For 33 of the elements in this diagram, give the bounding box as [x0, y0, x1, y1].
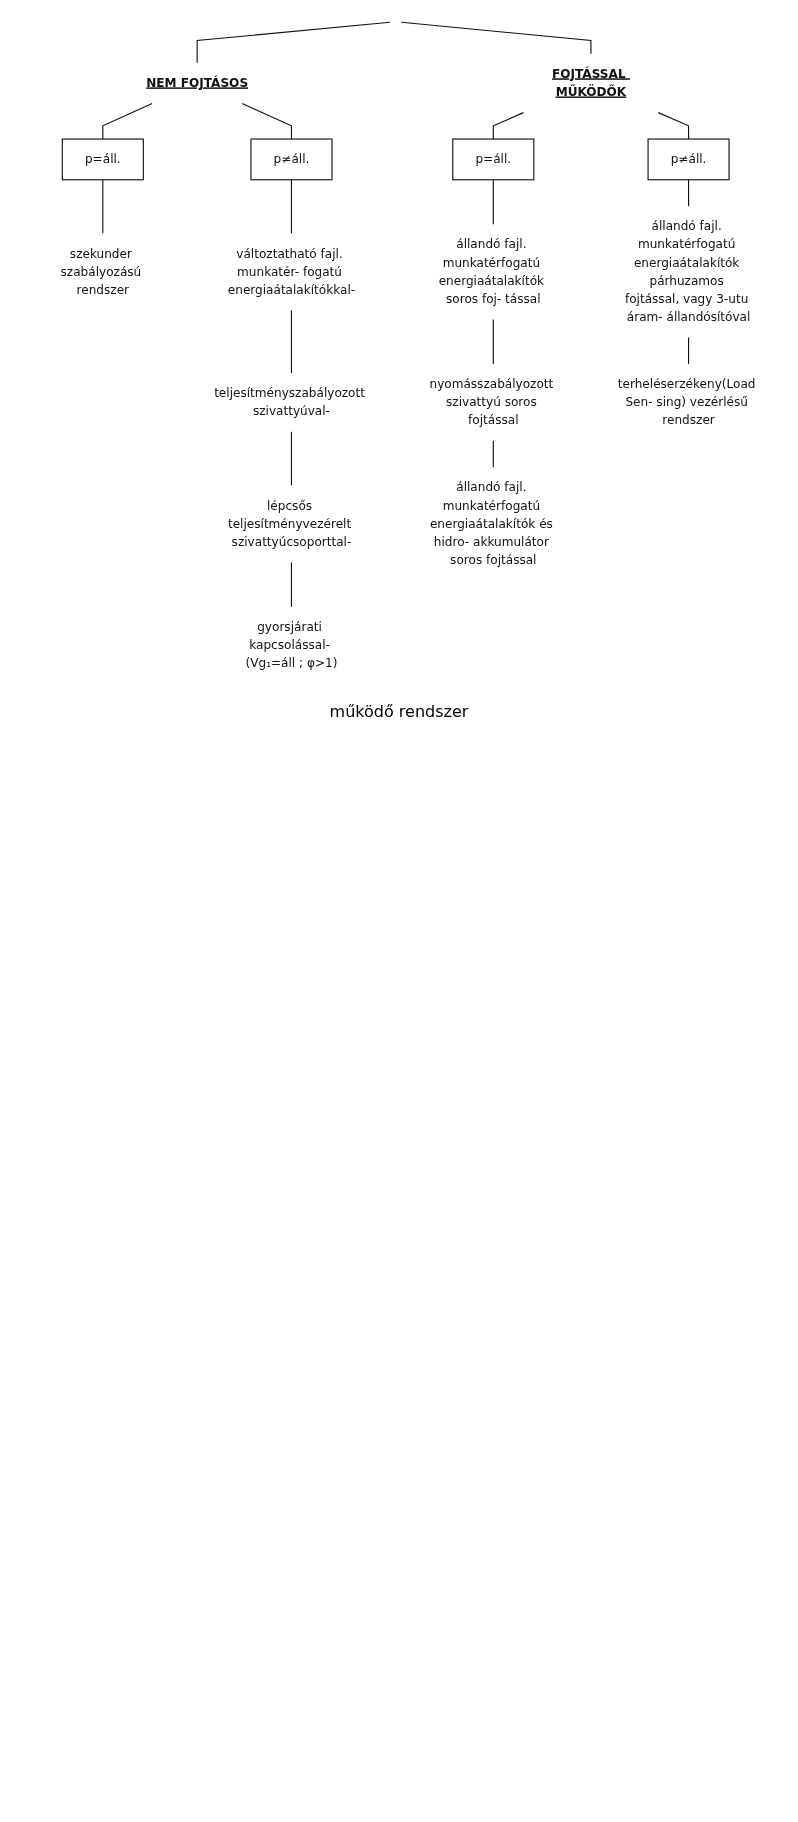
node-box: p=áll. — [61, 138, 144, 181]
node-text: lépcsős teljesítményvezérelt szivattyúcsoporttal- — [227, 498, 352, 549]
connector — [657, 112, 690, 140]
connector — [492, 112, 525, 140]
node-text: változtatható fajl. munkatér- fogatú energiaátalakítókkal- — [227, 246, 356, 297]
connector — [196, 21, 391, 64]
connector — [492, 179, 494, 225]
connector — [688, 336, 690, 365]
connector — [290, 431, 293, 486]
connector — [492, 318, 494, 365]
node-text: terheléserzékeny(Load Sen- sing) vezérlésű rendszer — [617, 376, 756, 428]
node-text: állandó fajl. munkatérfogatú energiaátalakítók és hidro- akkumulátor soros fojtással — [429, 480, 553, 567]
node-text: szekunder szabályozású rendszer — [60, 246, 142, 297]
connector — [102, 103, 153, 140]
node-text: teljesítményszabályozott szivattyúval- — [214, 385, 365, 419]
node-text: NEM FOJTÁSOS — [146, 75, 249, 90]
connector — [400, 21, 592, 55]
node-box: p≠áll. — [250, 138, 333, 181]
node-text: állandó fajl. munkatérfogatú energiaátalakítók soros foj- tással — [438, 237, 545, 306]
connector — [290, 309, 293, 374]
note-text: működő rendszer — [328, 701, 470, 721]
node-box: p=áll. — [452, 138, 535, 181]
node-text: FOJTÁSSAL MŰKÖDŐK — [552, 66, 627, 100]
connector — [290, 561, 293, 608]
connector — [102, 179, 104, 234]
connector — [688, 179, 690, 207]
connector — [290, 179, 293, 234]
node-box: p≠áll. — [647, 138, 730, 181]
node-text: nyomásszabályozott szivattyú soros fojtással — [429, 376, 554, 428]
node-text: állandó fajl. munkatérfogatú energiaátalakítók párhuzamos fojtással, vagy 3-utu áram- állandósítóval — [624, 219, 751, 324]
connector — [492, 440, 494, 468]
connector — [241, 103, 293, 140]
node-text: gyorsjárati kapcsolással- (Vg₁=áll ; φ>1) — [245, 619, 338, 671]
